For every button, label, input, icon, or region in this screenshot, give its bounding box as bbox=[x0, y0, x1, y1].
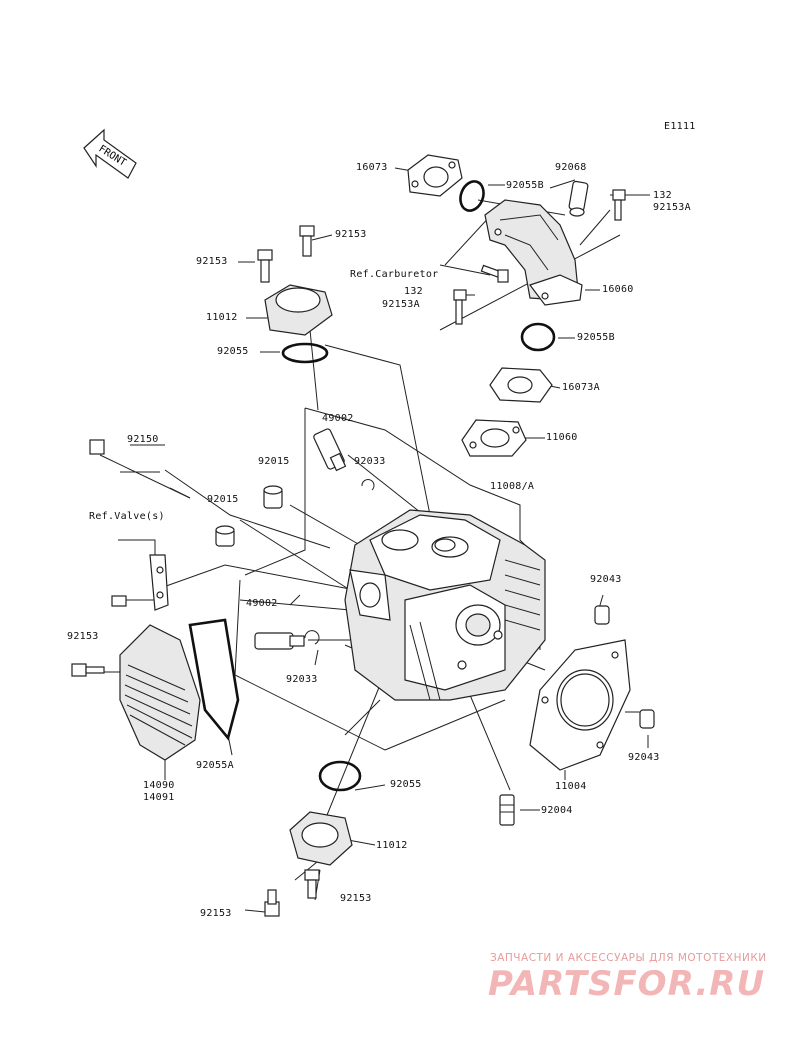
label-ref-valves: Ref.Valve(s) bbox=[89, 511, 165, 522]
valve-adjuster-49002-top bbox=[313, 428, 347, 472]
label-11060: 11060 bbox=[546, 432, 578, 443]
label-92153a-top: 92153A bbox=[653, 202, 691, 213]
label-92055-bot: 92055 bbox=[390, 779, 422, 790]
dowel-92043-bot bbox=[639, 709, 655, 729]
label-92153-bot-left: 92153 bbox=[200, 908, 232, 919]
stud-92004 bbox=[499, 794, 515, 826]
o-ring-92055-top bbox=[281, 342, 329, 364]
bolt-92153-top bbox=[299, 225, 315, 257]
label-11004: 11004 bbox=[555, 781, 587, 792]
label-11008a: 11008/A bbox=[490, 481, 535, 492]
label-92015-b: 92015 bbox=[207, 494, 239, 505]
label-49002-mid: 49002 bbox=[246, 598, 278, 609]
valve-adjuster-49002-mid bbox=[254, 632, 305, 650]
label-16073a: 16073A bbox=[562, 382, 600, 393]
insulator-16073 bbox=[407, 154, 463, 197]
label-92043-top: 92043 bbox=[590, 574, 622, 585]
bolt-92153-left bbox=[257, 249, 273, 283]
intake-pipe-16060 bbox=[484, 199, 583, 306]
label-92153a-mid: 92153A bbox=[382, 299, 420, 310]
label-92015-a: 92015 bbox=[258, 456, 290, 467]
insulator-16073a bbox=[489, 367, 553, 403]
watermark-brand: PARTSFOR.RU bbox=[488, 964, 766, 1004]
label-92153-bot-right: 92153 bbox=[340, 893, 372, 904]
cap-11012-top bbox=[264, 284, 333, 336]
bolt-92153a-mid bbox=[453, 289, 467, 325]
cap-11012-bot bbox=[289, 811, 353, 866]
bracket-ref-valves bbox=[111, 554, 169, 611]
label-92153-left: 92153 bbox=[196, 256, 228, 267]
label-92150: 92150 bbox=[127, 434, 159, 445]
label-92004: 92004 bbox=[541, 805, 573, 816]
label-14090: 14090 bbox=[143, 780, 175, 791]
bolt-92153-bot-right bbox=[304, 869, 320, 899]
label-132-mid: 132 bbox=[404, 286, 423, 297]
bolt-92153-bot-left bbox=[264, 889, 280, 917]
o-ring-92055-bot bbox=[318, 760, 362, 792]
bolt-92153a-top bbox=[612, 189, 626, 221]
front-arrow-icon: FRONT bbox=[83, 128, 137, 179]
label-14091: 14091 bbox=[143, 792, 175, 803]
label-92153-top: 92153 bbox=[335, 229, 367, 240]
side-cover-14090 bbox=[119, 624, 201, 761]
label-92153-mid: 92153 bbox=[67, 631, 99, 642]
circlip-92033-top bbox=[361, 479, 375, 491]
dowel-92043-top bbox=[594, 605, 610, 625]
label-92043-bot: 92043 bbox=[628, 752, 660, 763]
label-49002-top: 49002 bbox=[322, 413, 354, 424]
watermark-tagline: ЗАПЧАСТИ И АКСЕССУАРЫ ДЛЯ МОТОТЕХНИКИ bbox=[490, 952, 767, 964]
label-16060: 16060 bbox=[602, 284, 634, 295]
label-11012-top: 11012 bbox=[206, 312, 238, 323]
label-92055b-mid: 92055B bbox=[577, 332, 615, 343]
bolt-92153-mid bbox=[71, 663, 105, 677]
label-132-top: 132 bbox=[653, 190, 672, 201]
gasket-11004 bbox=[529, 639, 631, 771]
o-ring-92055b-top bbox=[459, 180, 485, 212]
plug-92015-a bbox=[263, 485, 283, 509]
collar-92068 bbox=[568, 180, 589, 217]
stud-92150 bbox=[89, 439, 191, 499]
bolt-132-mid bbox=[480, 264, 509, 283]
cylinder-head-11008 bbox=[344, 509, 546, 701]
label-92033-mid: 92033 bbox=[286, 674, 318, 685]
diagram-code: E1111 bbox=[664, 121, 696, 132]
plug-92015-b bbox=[215, 525, 235, 547]
label-ref-carburetor: Ref.Carburetor bbox=[350, 269, 439, 280]
label-16073: 16073 bbox=[356, 162, 388, 173]
label-92055b-top: 92055B bbox=[506, 180, 544, 191]
label-92068: 92068 bbox=[555, 162, 587, 173]
o-ring-92055a bbox=[188, 618, 240, 741]
label-11012-bot: 11012 bbox=[376, 840, 408, 851]
label-92033-top: 92033 bbox=[354, 456, 386, 467]
label-92055a: 92055A bbox=[196, 760, 234, 771]
gasket-11060 bbox=[461, 419, 527, 457]
circlip-92033-mid bbox=[304, 630, 320, 645]
label-92055-top: 92055 bbox=[217, 346, 249, 357]
o-ring-92055b-mid bbox=[520, 322, 556, 352]
